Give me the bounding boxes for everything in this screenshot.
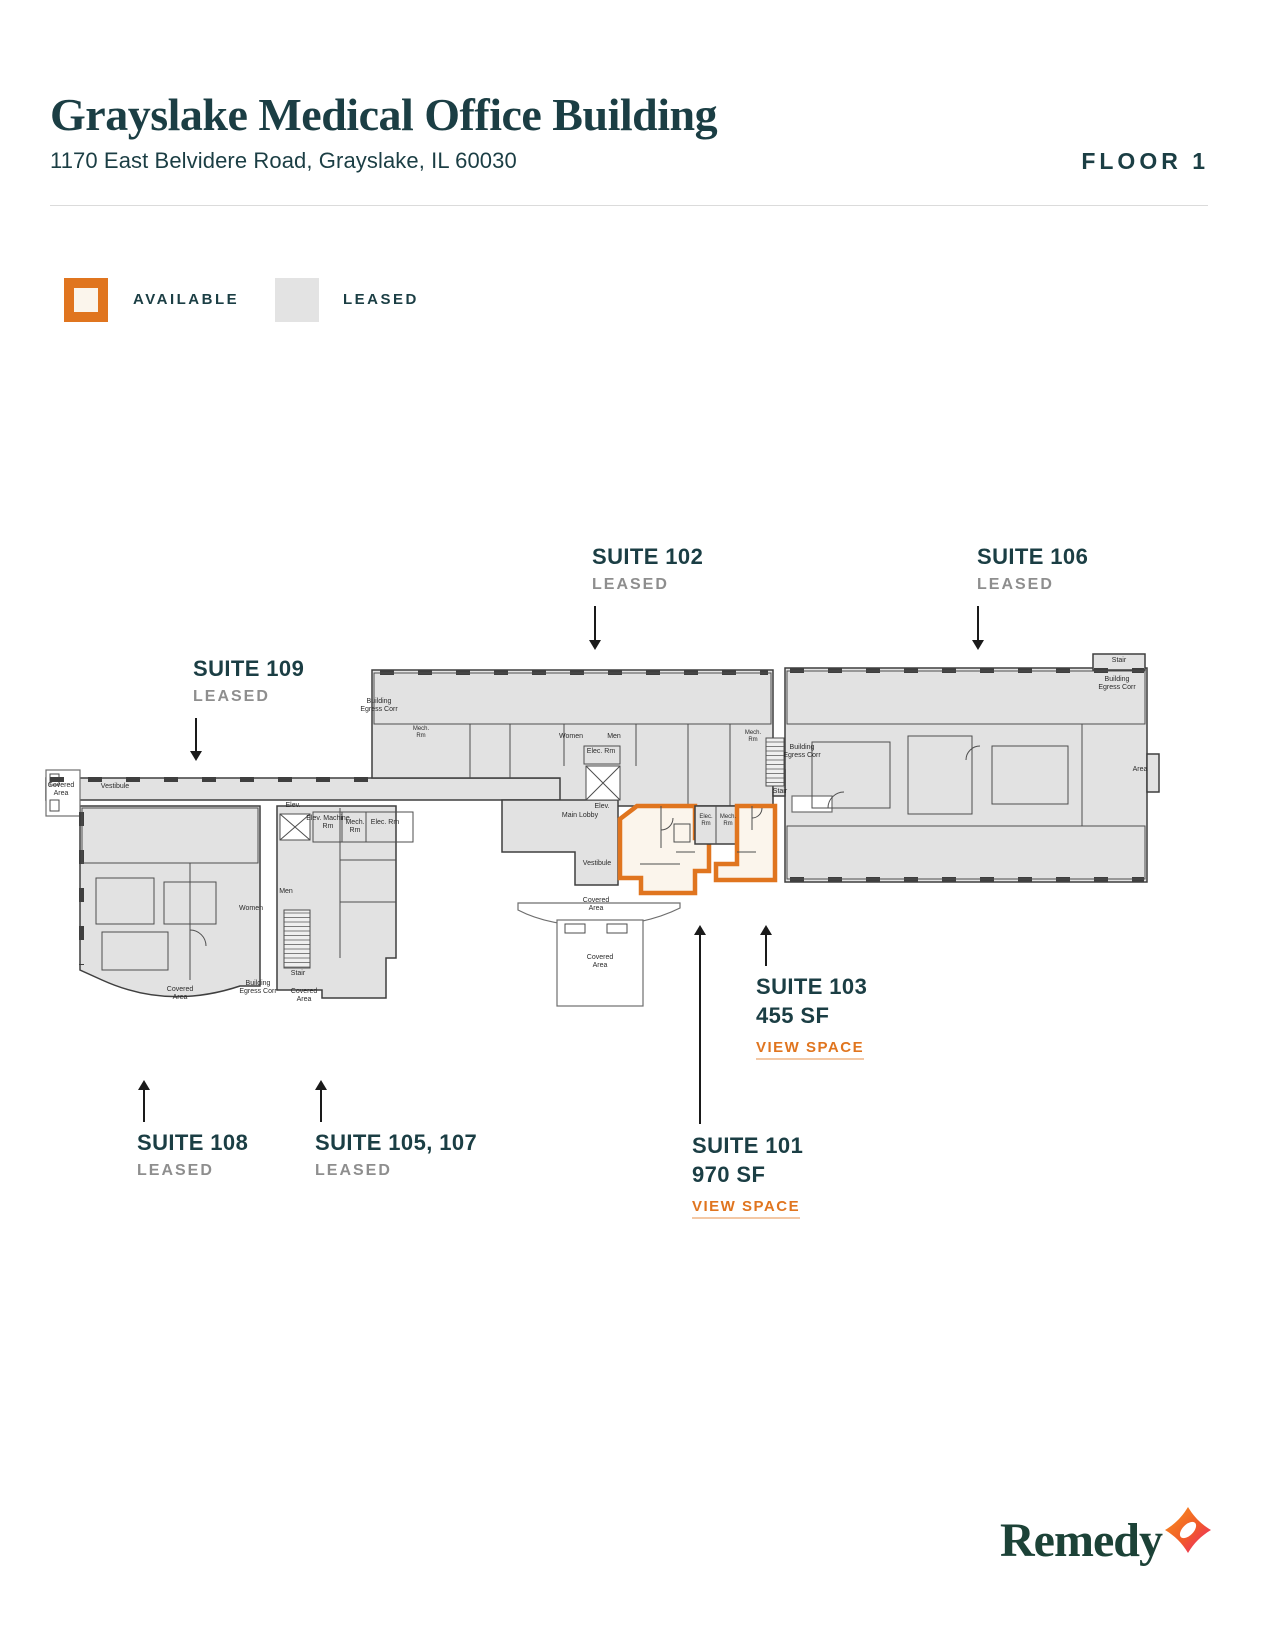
suite-101-arrow [694, 925, 706, 1124]
callout-suite-106: SUITE 106 LEASED [977, 544, 1088, 594]
brand-wordmark: Remedy [1000, 1514, 1163, 1567]
plan-label-stair: Stair [1111, 657, 1127, 664]
callout-suite-108: SUITE 108 LEASED [137, 1130, 248, 1180]
plan-label-vestibule: Vestibule [582, 860, 612, 867]
suite-101-label: SUITE 101 [692, 1133, 804, 1158]
suite-109-status: LEASED [193, 688, 270, 705]
footer-logo: Remedy [950, 1505, 1230, 1585]
plan-label-elec-rm: Elec. Rm [699, 814, 713, 827]
callout-suite-109: SUITE 109 LEASED [193, 656, 304, 706]
plan-label-elev-machine-rm: Elev. Machine Rm [306, 815, 350, 830]
plan-label-mech-rm: Mech. Rm [719, 814, 737, 827]
floor-label: FLOOR 1 [1081, 148, 1209, 174]
plan-label-women: Women [559, 733, 583, 740]
suite-102-arrow [589, 606, 601, 650]
suite-103-area: 455 SF [756, 1003, 830, 1028]
plan-label-covered-area: Covered Area [586, 954, 614, 969]
suite-109-label: SUITE 109 [193, 656, 305, 681]
plan-label-building-egress: Building Egress Corr [783, 744, 821, 759]
callout-suite-103: SUITE 103 455 SF VIEW SPACE [756, 974, 867, 1060]
plan-label-covered-area: Covered Area [47, 782, 75, 797]
view-space-link-suite-103[interactable]: VIEW SPACE [756, 1039, 865, 1060]
suite-106-arrow [972, 606, 984, 650]
plan-label-stair: Stair [290, 970, 306, 977]
plan-label-men: Men [279, 888, 293, 895]
suite-102-status: LEASED [592, 576, 669, 593]
plan-label-covered-area: Covered Area [166, 986, 194, 1001]
view-space-link-suite-101[interactable]: VIEW SPACE [692, 1198, 801, 1219]
suite-108-label: SUITE 108 [137, 1130, 249, 1155]
floor-plan-drawing [45, 653, 1160, 1007]
plan-label-covered-area: Covered Area [290, 988, 318, 1003]
callout-suite-102: SUITE 102 LEASED [592, 544, 703, 594]
suite-102-label: SUITE 102 [592, 544, 704, 569]
plan-label-main-lobby: Main Lobby [561, 812, 599, 819]
callout-suite-101: SUITE 101 970 SF VIEW SPACE [692, 1133, 803, 1219]
suite-108-arrow [138, 1080, 150, 1122]
suite-105-107-arrow [315, 1080, 327, 1122]
plan-label-building-egress: Building Egress Corr [360, 698, 398, 713]
address: 1170 East Belvidere Road, Grayslake, IL … [50, 148, 517, 173]
plan-label-mech-rm: Mech. Rm [412, 726, 430, 739]
plan-label-elec-rm: Elec. Rm [370, 819, 400, 826]
suite-101-area: 970 SF [692, 1162, 766, 1187]
plan-label-men: Men [607, 733, 621, 740]
plan-label-elev: Elev. [594, 803, 610, 810]
plan-label-vestibule: Vestibule [100, 783, 130, 790]
leased-swatch [275, 278, 319, 322]
floor-plan: Covered Area Vestibule Elev. Elev. Machi… [40, 620, 1160, 1020]
callout-suite-105-107: SUITE 105, 107 LEASED [315, 1130, 477, 1180]
suite-105-107-label: SUITE 105, 107 [315, 1130, 478, 1155]
page-title: Grayslake Medical Office Building [50, 89, 718, 140]
plan-label-mech-rm: Mech. Rm [744, 730, 762, 743]
plan-label-stair: Stair [772, 788, 788, 795]
plan-label-elec-rm: Elec. Rm [586, 748, 616, 755]
remedy-logo-icon [1165, 1507, 1211, 1553]
header-divider [50, 205, 1208, 206]
suite-109-arrow [190, 718, 202, 761]
suite-105-107-status: LEASED [315, 1162, 392, 1179]
plan-label-elev: Elev. [285, 802, 301, 809]
suite-103-label: SUITE 103 [756, 974, 868, 999]
suite-108-status: LEASED [137, 1162, 214, 1179]
plan-label-building-egress: Building Egress Corr [239, 980, 277, 995]
suite-106-label: SUITE 106 [977, 544, 1089, 569]
leased-label: LEASED [343, 291, 419, 308]
plan-label-building-egress: Building Egress Corr [1098, 676, 1136, 691]
plan-label-mech-rm: Mech. Rm [345, 819, 365, 834]
plan-label-covered-area: Covered Area [582, 897, 610, 912]
available-label: AVAILABLE [133, 291, 240, 308]
suite-103-arrow [760, 925, 772, 966]
plan-label-women: Women [239, 905, 263, 912]
suite-106-status: LEASED [977, 576, 1054, 593]
available-swatch [64, 278, 108, 322]
plan-label-area: Area [1132, 766, 1148, 773]
